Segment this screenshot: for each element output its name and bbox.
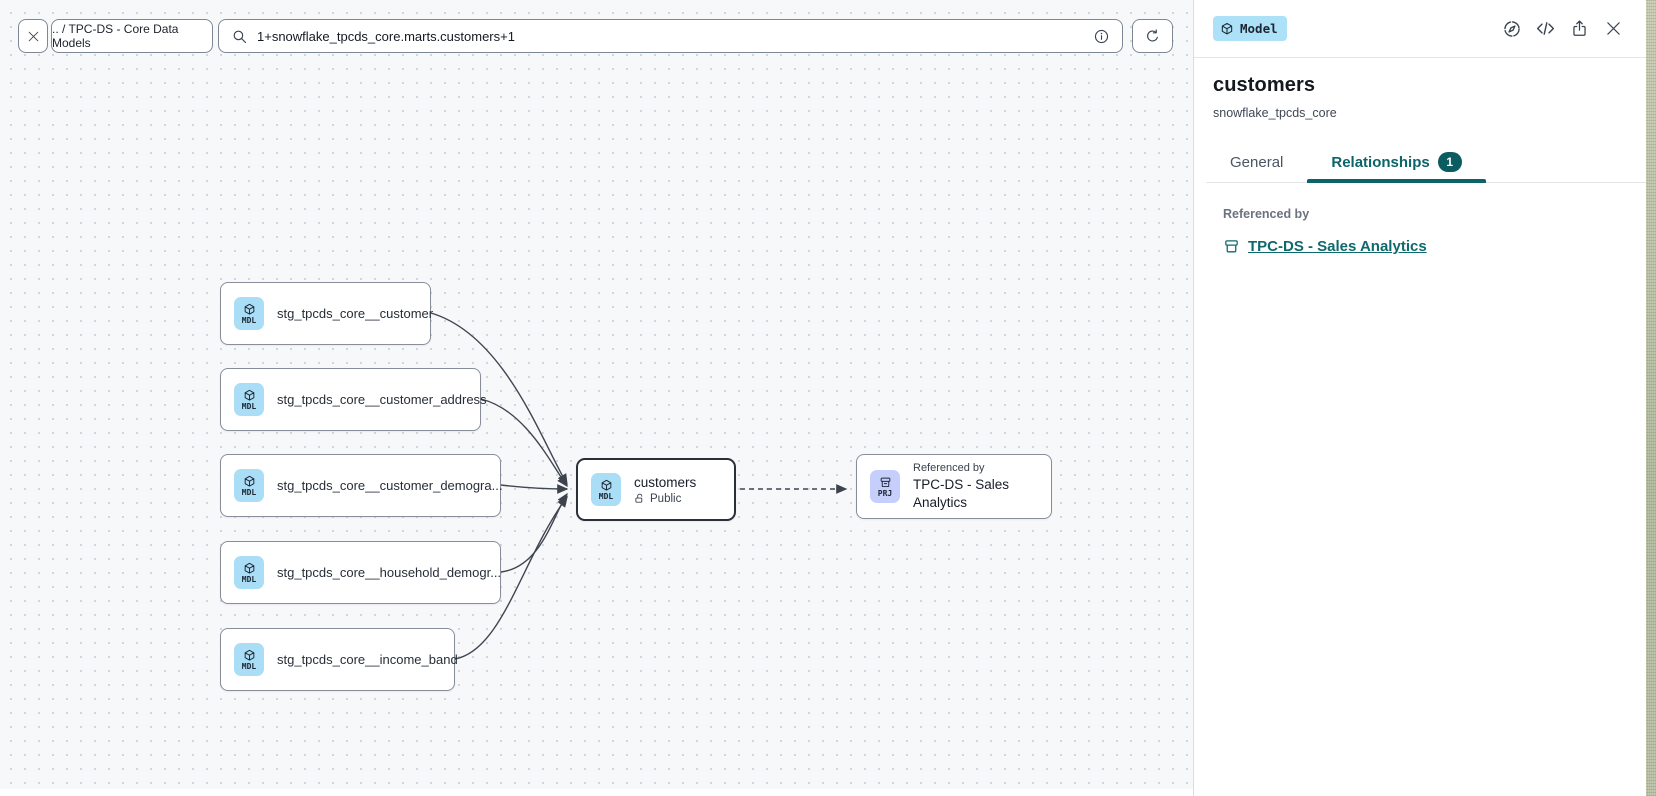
project-icon: PRJ xyxy=(870,470,900,503)
cube-icon xyxy=(1221,22,1233,34)
node-title: customers xyxy=(634,474,697,490)
referenced-by-label: Referenced by xyxy=(1223,207,1310,221)
page-title: customers xyxy=(1213,74,1316,96)
model-icon: MDL xyxy=(591,473,621,506)
search-icon xyxy=(233,30,247,43)
close-graph-button[interactable] xyxy=(18,19,48,53)
node-label: stg_tpcds_core__household_demogr... xyxy=(277,565,502,580)
referenced-project-link-row[interactable]: TPC-DS - Sales Analytics xyxy=(1223,238,1626,255)
code-icon[interactable] xyxy=(1535,18,1556,39)
graph-node-customers[interactable]: MDL customers Public xyxy=(576,458,736,521)
graph-node-stg-customer-address[interactable]: MDL stg_tpcds_core__customer_address xyxy=(220,368,487,431)
model-icon: MDL xyxy=(234,383,264,416)
referenced-project-link[interactable]: TPC-DS - Sales Analytics xyxy=(1248,238,1427,255)
close-icon xyxy=(28,31,38,41)
breadcrumb[interactable]: .. / TPC-DS - Core Data Models xyxy=(51,19,213,53)
node-label: stg_tpcds_core__income_band xyxy=(277,652,458,667)
model-icon: MDL xyxy=(234,297,264,330)
node-title: TPC-DS - Sales Analytics xyxy=(913,476,1010,510)
node-label: stg_tpcds_core__customer_address xyxy=(277,392,487,407)
tab-relationships[interactable]: Relationships 1 xyxy=(1307,142,1487,183)
search-input[interactable] xyxy=(257,28,1084,44)
schema-subtitle: snowflake_tpcds_core xyxy=(1213,106,1337,120)
model-icon: MDL xyxy=(234,643,264,676)
node-label: stg_tpcds_core__customer xyxy=(277,306,434,321)
lock-open-icon xyxy=(635,493,643,503)
project-drawer-icon xyxy=(1225,240,1238,253)
model-icon: MDL xyxy=(234,469,264,502)
graph-node-stg-income-band[interactable]: MDL stg_tpcds_core__income_band xyxy=(220,628,458,691)
desktop-wallpaper-sliver xyxy=(1646,0,1656,796)
tab-general[interactable]: General xyxy=(1230,153,1284,171)
visibility-label: Public xyxy=(650,492,682,505)
graph-node-stg-customer[interactable]: MDL stg_tpcds_core__customer xyxy=(220,282,434,345)
node-label: stg_tpcds_core__customer_demogra... xyxy=(277,478,503,493)
share-icon[interactable] xyxy=(1569,18,1590,39)
graph-node-stg-household-demographics[interactable]: MDL stg_tpcds_core__household_demogr... xyxy=(220,541,501,604)
relationships-count-badge: 1 xyxy=(1437,152,1462,172)
search-bar xyxy=(218,19,1123,53)
node-kicker: Referenced by xyxy=(913,461,985,474)
graph-node-stg-customer-demographics[interactable]: MDL stg_tpcds_core__customer_demogra... xyxy=(220,454,503,517)
panel-header: Model xyxy=(1194,0,1646,58)
model-icon: MDL xyxy=(234,556,264,589)
model-type-badge: Model xyxy=(1213,16,1287,41)
canvas-bottom-strip xyxy=(0,789,1646,796)
details-panel: Model customers snowflake_tpcds_core Gen… xyxy=(1193,0,1646,796)
close-panel-icon[interactable] xyxy=(1603,18,1624,39)
panel-tabs: General Relationships 1 xyxy=(1206,142,1646,183)
graph-node-referenced-project[interactable]: PRJ Referenced by TPC-DS - Sales Analyti… xyxy=(856,454,1052,519)
info-icon[interactable] xyxy=(1093,28,1110,45)
compass-icon[interactable] xyxy=(1501,18,1522,39)
refresh-icon xyxy=(1147,28,1158,41)
refresh-button[interactable] xyxy=(1132,19,1173,53)
